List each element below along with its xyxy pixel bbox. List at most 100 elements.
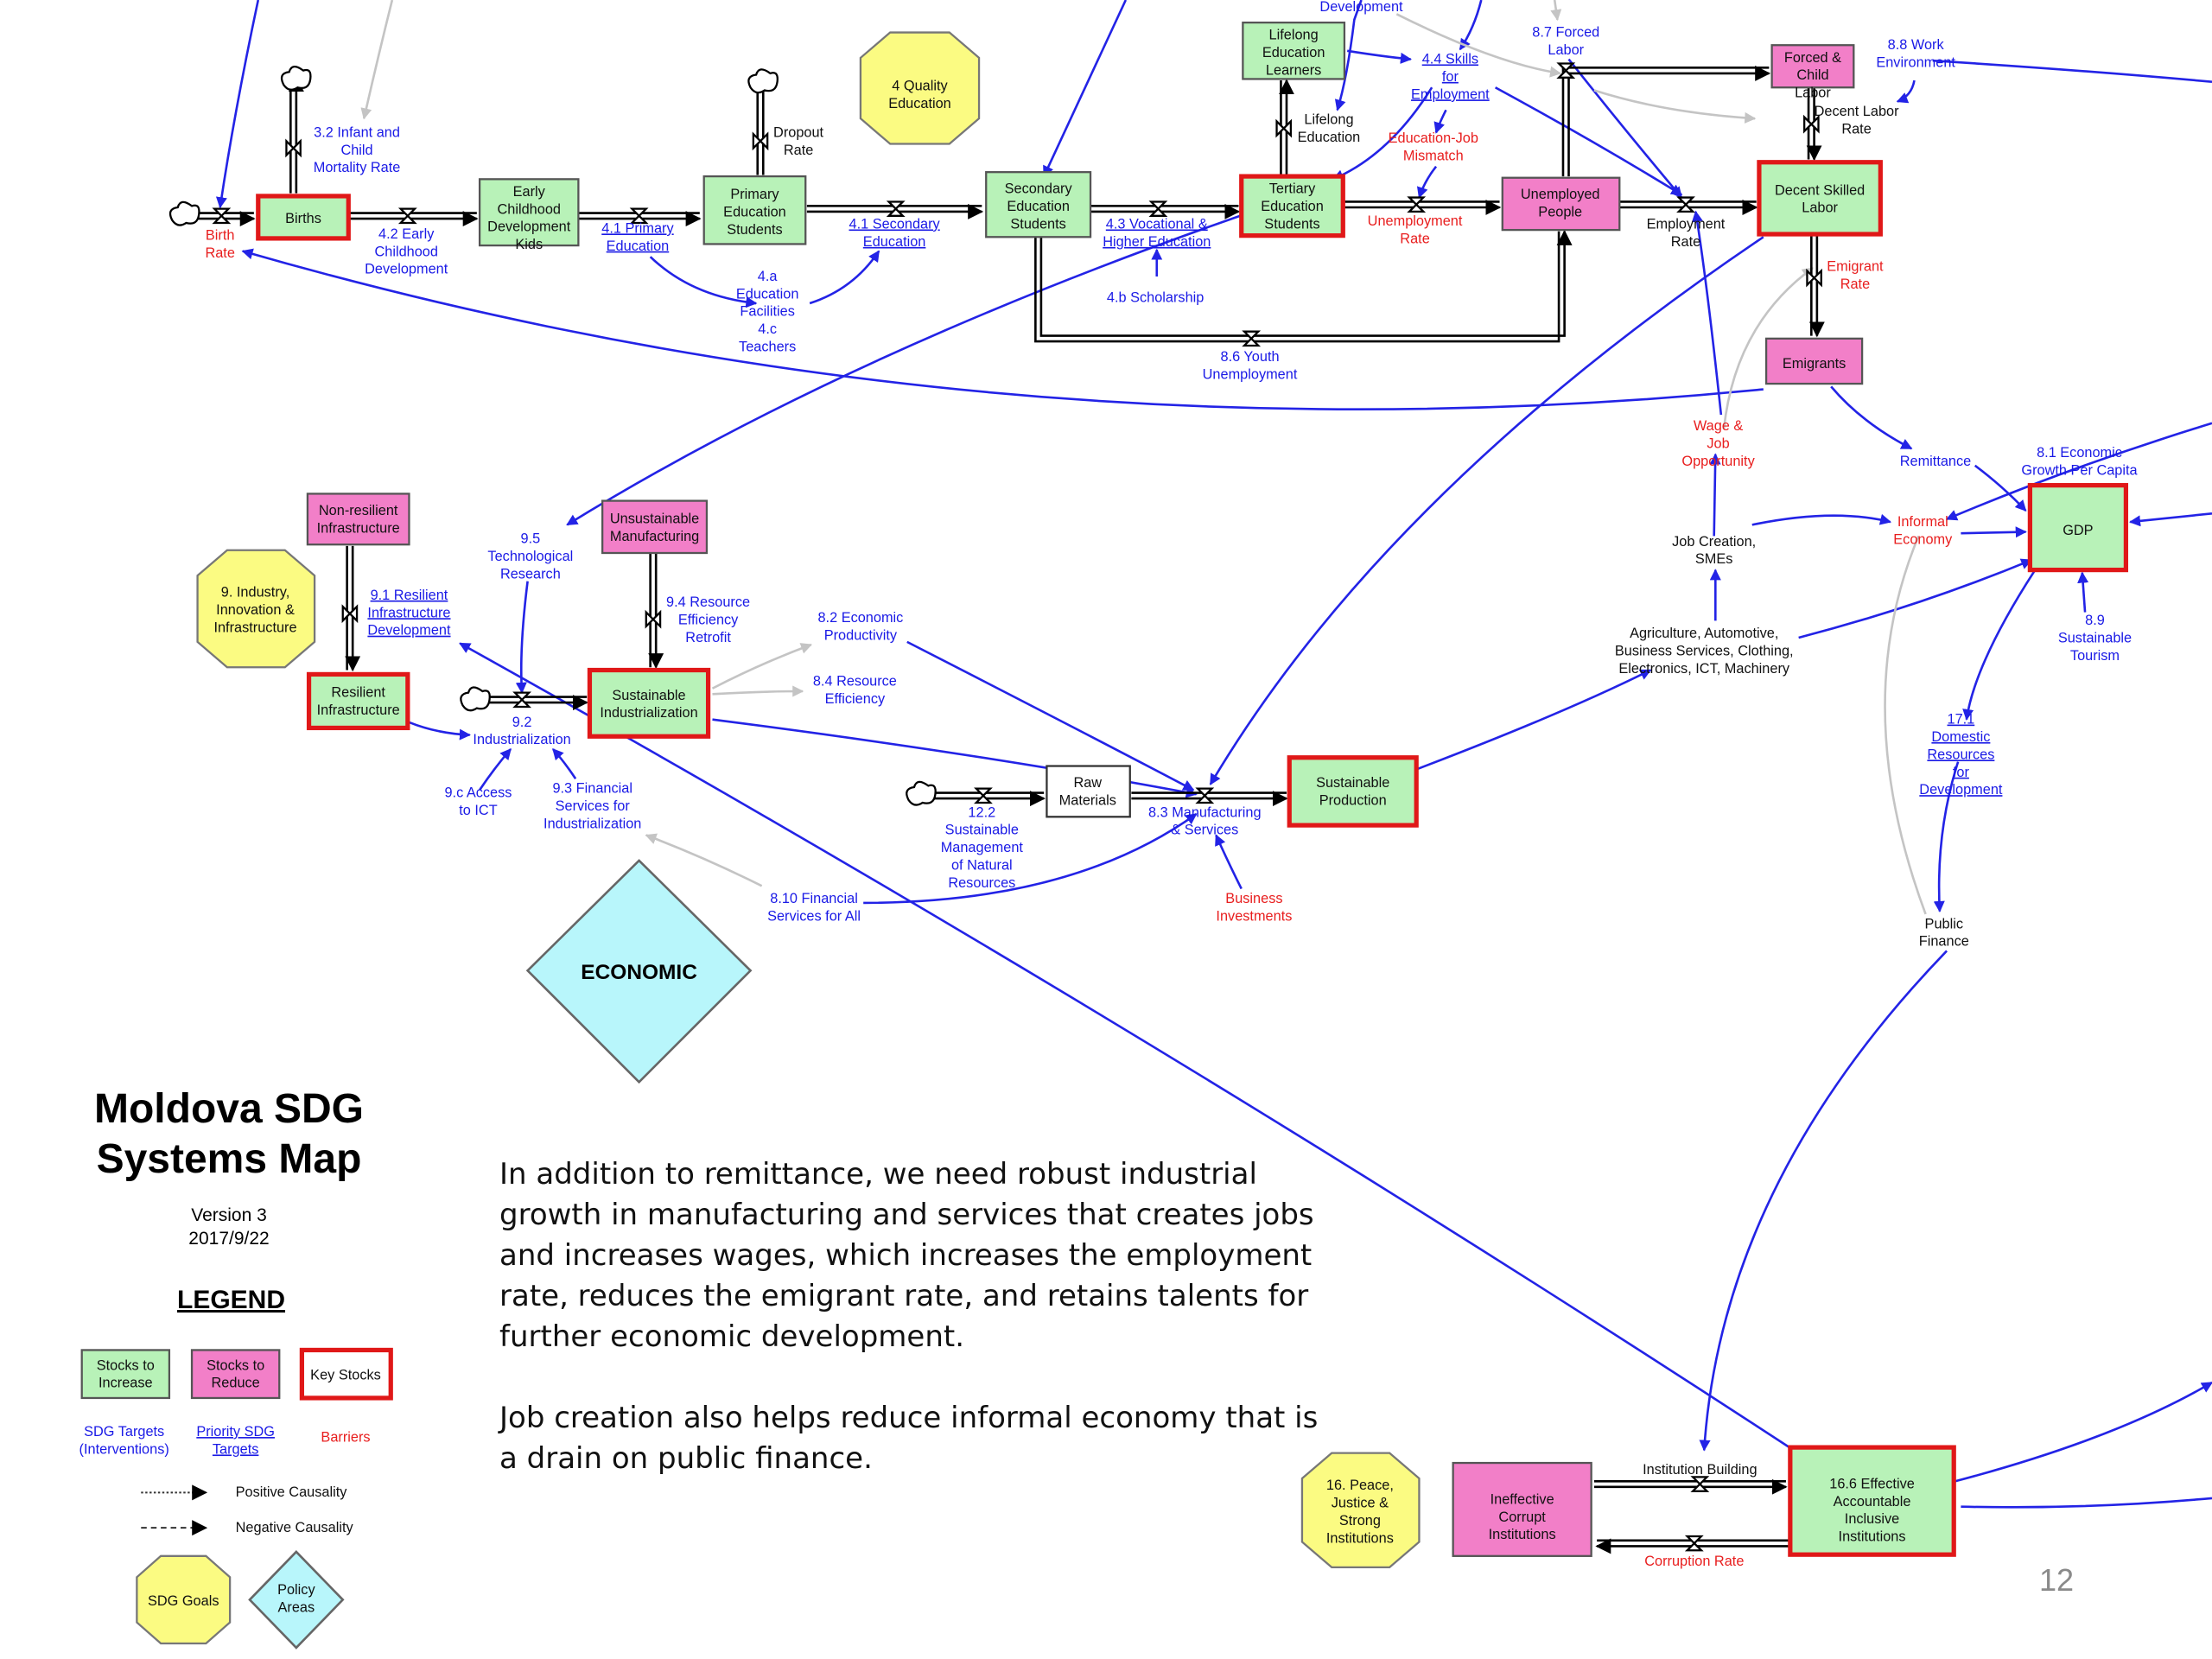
svg-text:Emigrants: Emigrants — [1783, 356, 1846, 372]
legend-heading: LEGEND — [177, 1286, 286, 1314]
slide-number: 12 — [2039, 1562, 2075, 1598]
label-vocational: 4.3 Vocational &Higher Education — [1103, 216, 1211, 249]
date-label: 2017/9/22 — [188, 1229, 270, 1249]
svg-text:GDP: GDP — [2063, 523, 2093, 538]
svg-text:Key Stocks: Key Stocks — [310, 1368, 381, 1383]
label-development: Development — [1319, 0, 1403, 15]
version-label: Version 3 — [191, 1205, 267, 1225]
policy-area-economic: ECONOMIC — [525, 859, 753, 1084]
legend-positive: Positive Causality — [236, 1484, 348, 1500]
stock-births[interactable]: Births — [256, 194, 351, 241]
legend-sdg-goals: SDG Goals — [136, 1554, 232, 1645]
label-scholarship: 4.b Scholarship — [1107, 289, 1204, 305]
title-block: Moldova SDG Systems Map Version 3 2017/9… — [52, 1084, 406, 1250]
stock-gdp[interactable]: GDP — [2027, 483, 2129, 573]
valves — [212, 62, 1822, 1552]
label-job-creation: Job Creation,SMEs — [1672, 534, 1756, 567]
label-corruption-rate: Corruption Rate — [1644, 1554, 1744, 1569]
svg-text:Births: Births — [285, 211, 321, 226]
legend-barriers: Barriers — [321, 1430, 370, 1446]
stock-emigrants[interactable]: Emigrants — [1764, 337, 1864, 385]
label-sectors: Agriculture, Automotive,Business Service… — [1615, 626, 1794, 677]
goal-9-label: 9. Industry,Innovation &Infrastructure — [213, 585, 296, 636]
label-institution-building: Institution Building — [1643, 1462, 1757, 1478]
clouds — [168, 66, 937, 806]
explanatory-note: In addition to remittance, we need robus… — [499, 1154, 1329, 1520]
economic-label: ECONOMIC — [581, 961, 697, 984]
label-remittance: Remittance — [1900, 454, 1972, 469]
legend-sdg-targets: SDG Targets(Interventions) — [79, 1424, 169, 1457]
map-title: Moldova SDG Systems Map — [93, 1086, 365, 1182]
legend-key-stocks: Key Stocks — [299, 1347, 393, 1401]
